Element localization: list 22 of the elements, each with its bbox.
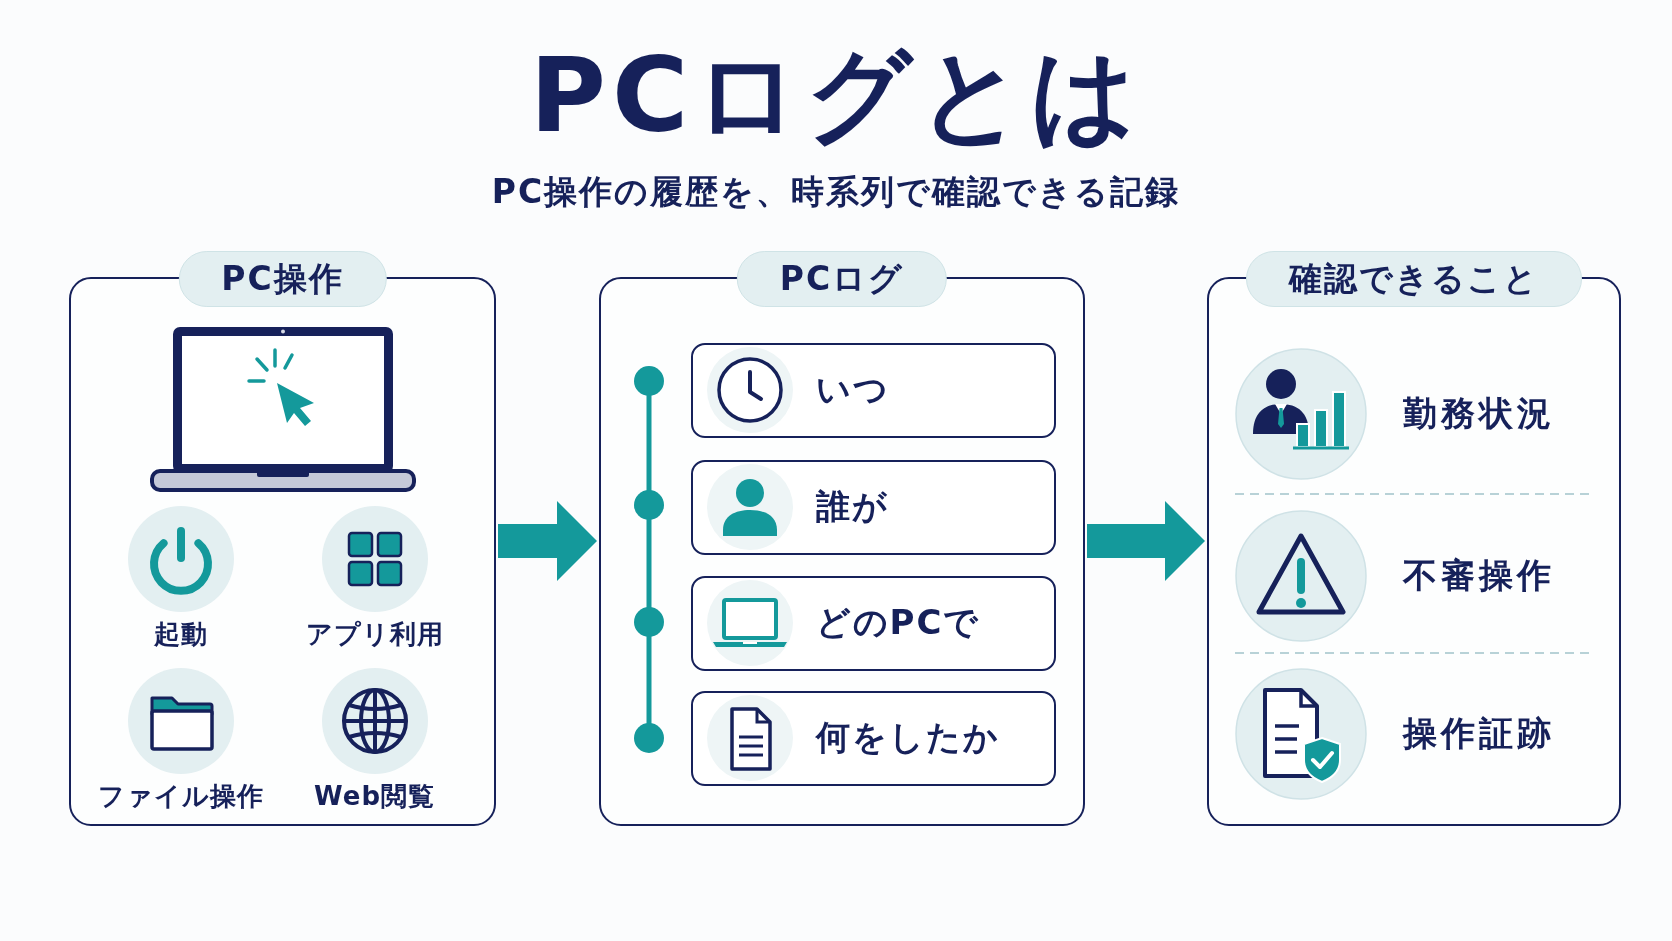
section-heading: 確認できること xyxy=(1246,251,1582,307)
block-arrow xyxy=(498,501,597,581)
operation-label: ファイル操作 xyxy=(97,779,264,812)
item-label: 誰が xyxy=(815,485,889,528)
item-label: いつ xyxy=(815,368,890,411)
log-item-box xyxy=(690,690,1056,786)
log-item-box xyxy=(690,342,1056,438)
block-arrow xyxy=(1087,501,1205,581)
item-label: 不審操作 xyxy=(1402,553,1555,597)
item-label: 操作証跡 xyxy=(1402,711,1555,755)
subtitle: PC操作の履歴を、時系列で確認できる記録 xyxy=(491,171,1181,213)
section-heading: PC操作 xyxy=(178,251,387,307)
log-item-box xyxy=(690,575,1056,671)
section-heading: PCログ xyxy=(736,251,948,307)
title: PCログとは xyxy=(529,36,1143,154)
operation-label: 起動 xyxy=(153,617,208,650)
log-item-box xyxy=(690,459,1056,555)
operation-label: アプリ利用 xyxy=(305,617,444,650)
item-label: 勤務状況 xyxy=(1402,391,1555,435)
item-label: 何をしたか xyxy=(815,716,1000,759)
item-label: どのPCで xyxy=(815,601,981,644)
operation-label: Web閲覧 xyxy=(314,779,435,812)
